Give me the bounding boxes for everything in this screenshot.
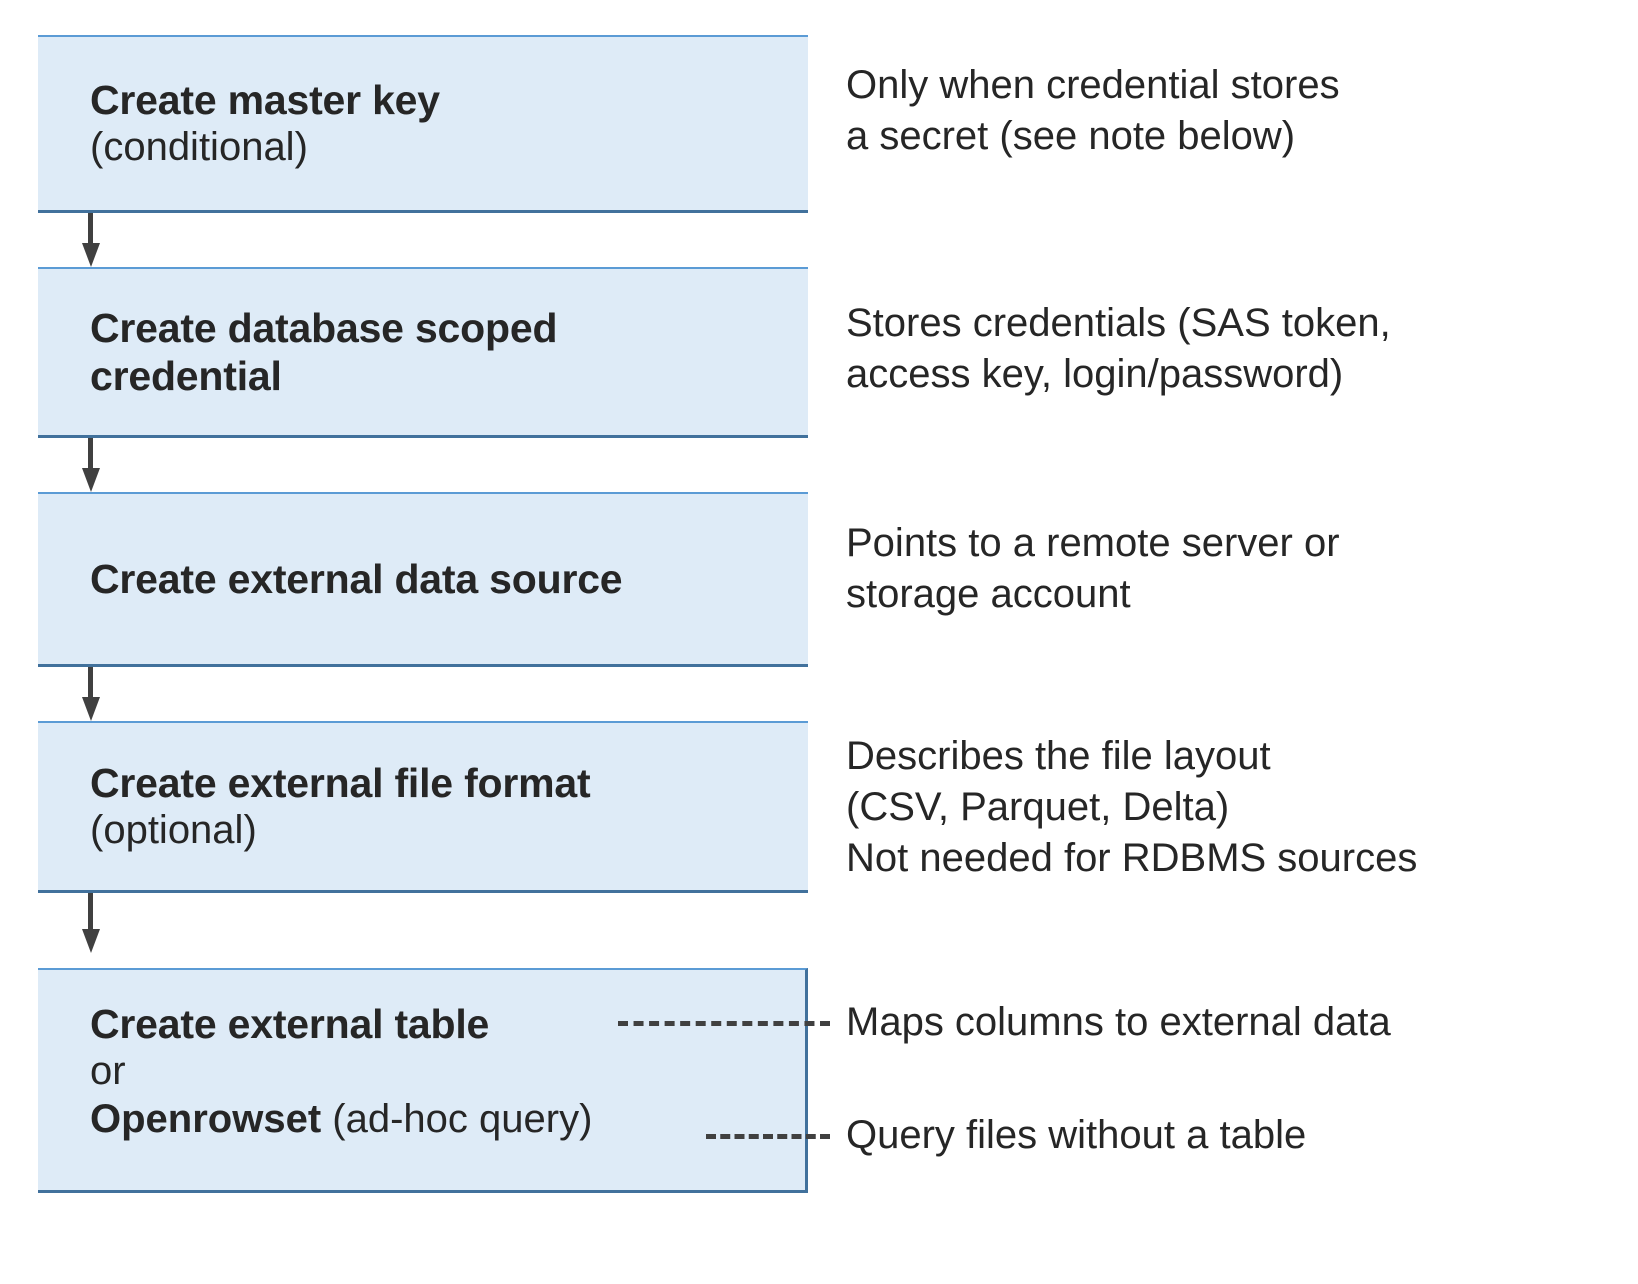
arrow-down-icon-4 bbox=[82, 893, 100, 953]
note-create-external-file-format: Describes the file layout (CSV, Parquet,… bbox=[846, 734, 1418, 881]
dashed-leader-1 bbox=[618, 1021, 830, 1026]
flow-step-create-external-file-format[interactable]: Create external file format (optional) bbox=[38, 721, 808, 893]
step-title: Create external data source bbox=[90, 555, 623, 602]
note-create-external-data-source: Points to a remote server or storage acc… bbox=[846, 521, 1340, 617]
flow-step-create-external-data-source[interactable]: Create external data source bbox=[38, 492, 808, 667]
dashed-leader-2 bbox=[706, 1134, 830, 1139]
flow-step-create-external-table-or-openrowset[interactable]: Create external table or Openrowset (ad-… bbox=[38, 968, 808, 1193]
step-subtitle: (conditional) bbox=[90, 125, 308, 170]
final-step-line3: Openrowset (ad-hoc query) bbox=[90, 1096, 805, 1143]
step-subtitle: (optional) bbox=[90, 808, 257, 853]
note-create-database-scoped-credential: Stores credentials (SAS token, access ke… bbox=[846, 301, 1391, 397]
step-title: Create database scoped credential bbox=[90, 304, 558, 399]
note-create-external-table: Maps columns to external data bbox=[846, 1000, 1391, 1044]
note-create-master-key: Only when credential stores a secret (se… bbox=[846, 63, 1340, 159]
final-step-line2: or bbox=[90, 1049, 126, 1094]
arrow-down-icon-2 bbox=[82, 438, 100, 492]
final-step-line1: Create external table bbox=[90, 1001, 490, 1047]
final-step-line3-bold: Openrowset bbox=[90, 1096, 322, 1141]
arrow-down-icon-1 bbox=[82, 213, 100, 267]
note-openrowset: Query files without a table bbox=[846, 1113, 1307, 1157]
step-title: Create master key bbox=[90, 76, 440, 123]
final-step-line3-rest: (ad-hoc query) bbox=[321, 1096, 593, 1141]
flow-step-create-database-scoped-credential[interactable]: Create database scoped credential bbox=[38, 267, 808, 438]
arrow-down-icon-3 bbox=[82, 667, 100, 721]
step-title: Create external file format bbox=[90, 759, 591, 806]
flow-step-create-master-key[interactable]: Create master key (conditional) bbox=[38, 35, 808, 213]
